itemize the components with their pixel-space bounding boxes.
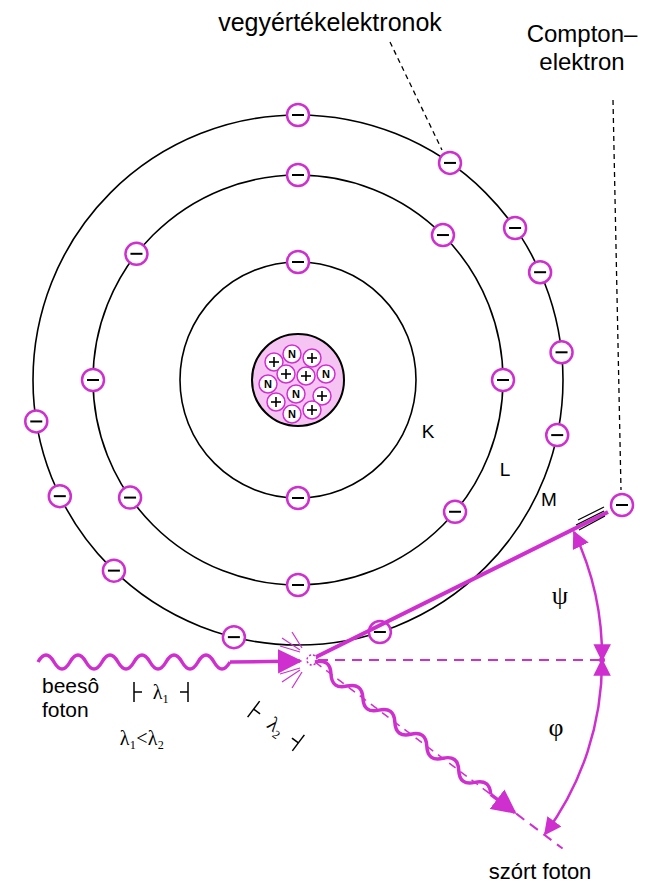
wavelength-label: λ₂ [262, 712, 289, 740]
compton-electron [611, 494, 633, 516]
electron [103, 560, 125, 582]
electron [492, 369, 514, 391]
neutron-letter: N [322, 369, 330, 380]
electron [125, 243, 147, 265]
nucleon [317, 365, 335, 383]
shell-label: L [500, 459, 511, 481]
minus-sign [437, 234, 449, 236]
electron [82, 369, 104, 391]
leader-line [390, 42, 442, 150]
angle-label: φ [548, 713, 563, 743]
leader-line [613, 100, 621, 490]
neutron-letter: N [264, 379, 272, 390]
incoming-photon-arrow [230, 661, 300, 662]
plus-sign [311, 405, 313, 415]
electron [119, 487, 141, 509]
minus-sign [228, 636, 240, 638]
k-shell [180, 262, 416, 498]
wavelength-label: λ₁<λ₂ [120, 727, 165, 750]
scattered-photon [311, 657, 566, 853]
electron [439, 152, 461, 174]
shell-label: K [422, 421, 435, 443]
nucleon [303, 349, 321, 367]
electron [287, 251, 309, 273]
minus-sign [292, 114, 304, 116]
l-shell [93, 175, 503, 585]
minus-sign [616, 504, 628, 506]
neutron-letter: N [288, 409, 296, 420]
photon-label: beesô foton [42, 674, 122, 722]
minus-sign [292, 497, 304, 499]
minus-sign [292, 584, 304, 586]
lambda2-marker [248, 701, 305, 751]
electron [432, 224, 454, 246]
plus-sign [273, 357, 275, 367]
incoming-photon [38, 655, 230, 669]
angle-label: ψ [552, 581, 568, 611]
plus-sign [285, 369, 287, 379]
electron [529, 261, 551, 283]
minus-sign [108, 570, 120, 572]
electron [287, 574, 309, 596]
minus-sign [444, 162, 456, 164]
minus-sign [374, 631, 386, 633]
shell-label: M [541, 489, 557, 511]
minus-sign [497, 379, 509, 381]
electron [287, 104, 309, 126]
minus-sign [509, 227, 521, 229]
electron [287, 487, 309, 509]
minus-sign [54, 495, 66, 497]
minus-sign [292, 174, 304, 176]
neutron-letter: N [292, 389, 300, 400]
minus-sign [534, 271, 546, 273]
nucleon [267, 393, 285, 411]
electron [223, 626, 245, 648]
nucleons [259, 345, 335, 423]
electron [551, 341, 573, 363]
wavelength-label: λ₁ [153, 681, 170, 704]
nucleon [303, 401, 321, 419]
electron [504, 217, 526, 239]
plus-sign [311, 353, 313, 363]
callout-label: Compton– elektron [512, 20, 652, 75]
impact-burst [280, 632, 302, 688]
plus-sign [305, 371, 307, 381]
nucleon [259, 375, 277, 393]
electron [444, 501, 466, 523]
minus-sign [292, 261, 304, 263]
m-shell [33, 115, 563, 645]
minus-sign [124, 497, 136, 499]
minus-sign [449, 511, 461, 513]
minus-sign [551, 434, 563, 436]
electrons [25, 104, 572, 648]
electron [287, 164, 309, 186]
minus-sign [130, 253, 142, 255]
nucleon [283, 405, 301, 423]
nucleus [252, 334, 344, 426]
motion-lines [576, 507, 605, 530]
minus-sign [556, 351, 568, 353]
photon-label: szórt foton [489, 859, 592, 884]
plus-sign [275, 397, 277, 407]
nucleon [287, 385, 305, 403]
plus-sign [321, 391, 323, 401]
nucleon [277, 365, 295, 383]
phi-arc [545, 660, 602, 834]
neutron-letter: N [288, 349, 296, 360]
arc-dot [599, 657, 605, 663]
minus-sign [87, 379, 99, 381]
psi-arc [574, 532, 602, 660]
electron [25, 410, 47, 432]
electron [49, 485, 71, 507]
nucleon [297, 367, 315, 385]
nucleon [283, 345, 301, 363]
reference-line [318, 659, 602, 661]
electron [546, 424, 568, 446]
electron-track [316, 512, 608, 657]
minus-sign [30, 420, 42, 422]
callout-label: vegyértékelektronok [218, 8, 442, 37]
